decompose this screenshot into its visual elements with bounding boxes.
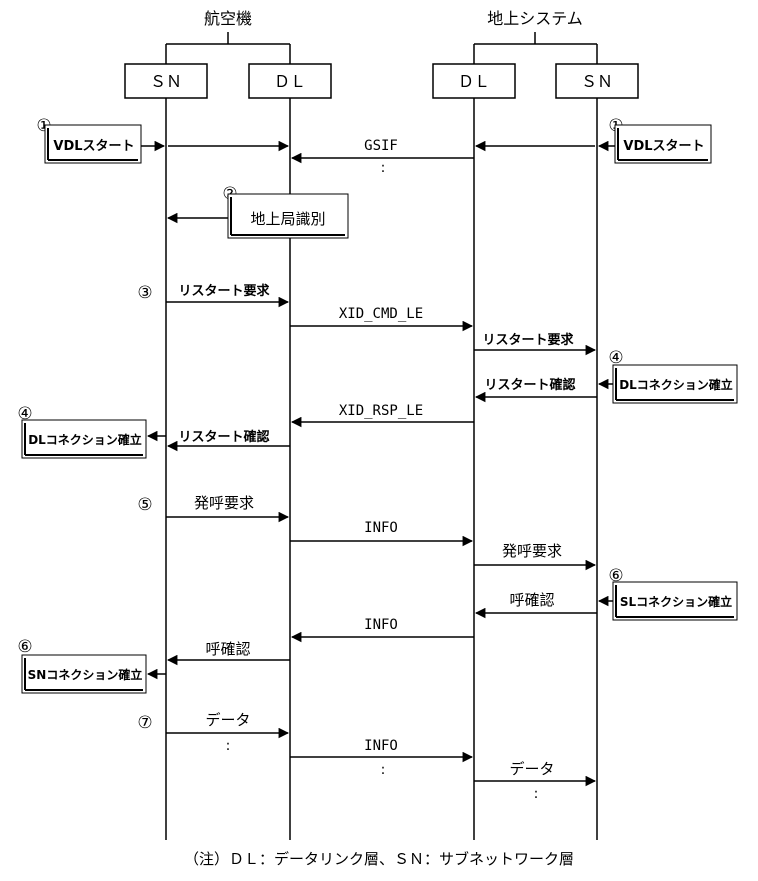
msg-call-req-air: 発呼要求 <box>194 494 254 512</box>
step-4-left-mark: ④ <box>17 404 32 424</box>
msg-info-3-continuation: : <box>381 762 386 778</box>
msg-info-1: INFO <box>364 520 398 536</box>
msg-call-req-gnd: 発呼要求 <box>502 542 562 560</box>
vdl-start-left-box: VDLスタート <box>44 124 142 164</box>
msg-gsif-continuation: : <box>381 160 386 176</box>
sl-conn-right-box: SLコネクション確立 <box>612 581 738 621</box>
entity-air-dl: ＤＬ <box>248 63 332 99</box>
group-aircraft-label: 航空機 <box>204 9 252 28</box>
msg-call-conf-gnd: 呼確認 <box>509 591 554 609</box>
msg-info-3: INFO <box>364 738 398 754</box>
vdl-start-right-label: VDLスタート <box>623 139 704 154</box>
entity-air-sn: ＳＮ <box>124 63 208 99</box>
msg-xid-rsp: XID_RSP_LE <box>339 403 423 419</box>
ground-station-id-label: 地上局識別 <box>250 210 325 228</box>
group-ground-label: 地上システム <box>487 9 583 28</box>
msg-restart-req-gnd: リスタート要求 <box>482 332 574 348</box>
msg-restart-conf-gnd: リスタート確認 <box>484 377 575 393</box>
vdl-start-left-label: VDLスタート <box>53 139 134 154</box>
entity-gnd-dl-label: ＤＬ <box>458 72 490 91</box>
entity-gnd-sn-label: ＳＮ <box>581 72 613 91</box>
dl-conn-right-label: DLコネクション確立 <box>619 377 733 392</box>
sl-conn-right-label: SLコネクション確立 <box>620 594 732 609</box>
msg-info-2: INFO <box>364 617 398 633</box>
msg-gsif: GSIF <box>364 138 398 154</box>
msg-data-air: データ <box>205 711 250 729</box>
step-3-mark: ③ <box>137 283 152 303</box>
entity-air-sn-label: ＳＮ <box>150 72 182 91</box>
step-7-mark: ⑦ <box>137 713 152 733</box>
sn-conn-left-box: SNコネクション確立 <box>21 654 147 694</box>
aircraft-bracket <box>165 32 291 64</box>
msg-call-conf-air: 呼確認 <box>205 640 250 658</box>
msg-data-air-continuation: : <box>226 738 231 754</box>
ground-station-id-box: 地上局識別 <box>227 193 349 239</box>
step-6-left-mark: ⑥ <box>17 637 32 657</box>
step-6-right-mark: ⑥ <box>608 566 623 586</box>
msg-restart-req-air: リスタート要求 <box>178 283 270 299</box>
footnote: （注）ＤＬ：データリンク層、ＳＮ：サブネットワーク層 <box>184 850 574 868</box>
msg-data-gnd-continuation: : <box>534 786 539 802</box>
entity-gnd-sn: ＳＮ <box>555 63 639 99</box>
msg-restart-conf-air: リスタート確認 <box>178 429 269 445</box>
msg-data-gnd: データ <box>509 760 554 778</box>
entity-gnd-dl: ＤＬ <box>432 63 516 99</box>
msg-xid-cmd: XID_CMD_LE <box>339 306 423 322</box>
step-4-right-mark: ④ <box>608 348 623 368</box>
dl-conn-left-label: DLコネクション確立 <box>28 432 142 447</box>
dl-conn-right-box: DLコネクション確立 <box>612 364 738 404</box>
entity-air-dl-label: ＤＬ <box>274 72 306 91</box>
sn-conn-left-label: SNコネクション確立 <box>28 667 143 682</box>
vdl-start-right-box: VDLスタート <box>614 124 712 164</box>
step-5-mark: ⑤ <box>137 495 152 515</box>
dl-conn-left-box: DLコネクション確立 <box>21 419 147 459</box>
ground-bracket <box>473 32 598 64</box>
